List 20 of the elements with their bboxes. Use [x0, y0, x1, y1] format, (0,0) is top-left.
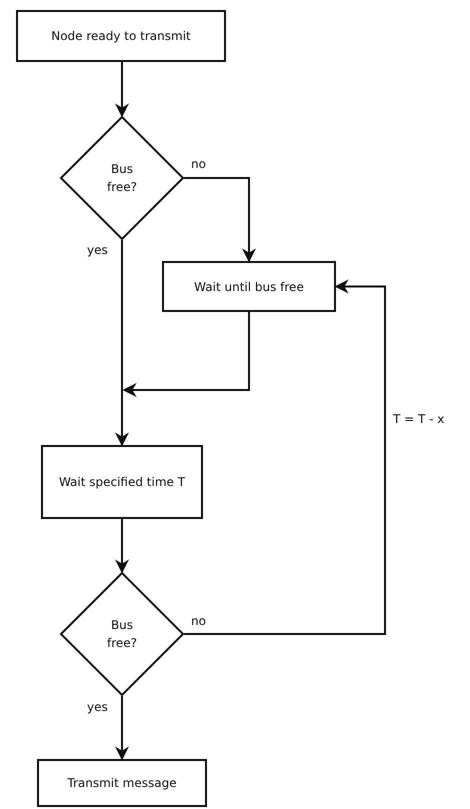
- node-text: Bus free?: [106, 617, 138, 652]
- decision-diamond: [60, 116, 184, 240]
- arrow: [115, 696, 129, 760]
- process-box: [16, 10, 226, 62]
- arrow: [115, 62, 129, 118]
- process-box: [162, 261, 336, 312]
- process-box: [37, 759, 207, 807]
- decision-diamond: [60, 572, 184, 696]
- arrow: [184, 280, 386, 635]
- arrow: [184, 177, 256, 262]
- node-text: Wait specified time T: [58, 474, 186, 491]
- node-text: Transmit message: [67, 775, 177, 792]
- arrow: [115, 390, 129, 446]
- node-text: Bus free?: [106, 161, 138, 196]
- note-text: T = T - x: [393, 412, 444, 426]
- arrow: [115, 519, 129, 574]
- arrow: [122, 312, 250, 397]
- process-box: [41, 445, 203, 519]
- node-text: Wait until bus free: [194, 278, 304, 296]
- node-text: Node ready to transmit: [51, 28, 191, 45]
